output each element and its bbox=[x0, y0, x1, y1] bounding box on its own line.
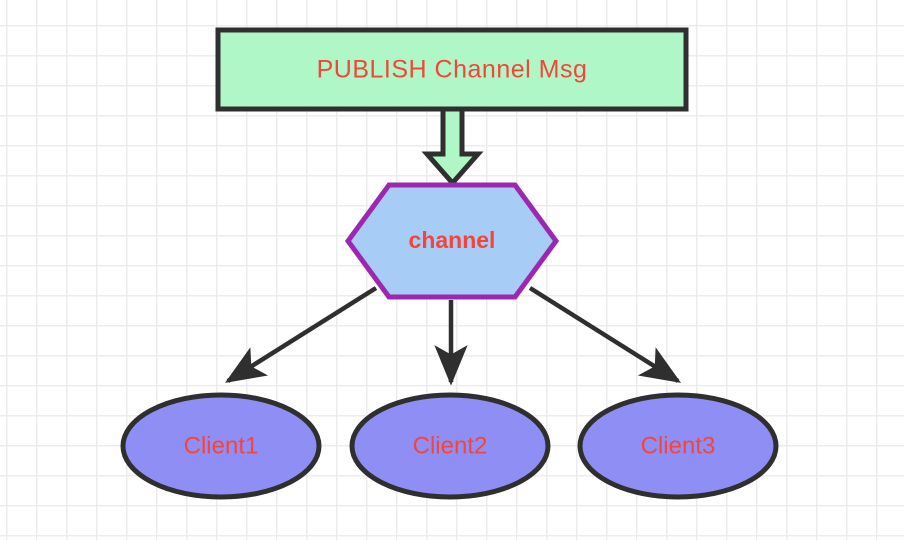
node-client1[interactable]: Client1 bbox=[120, 392, 322, 500]
node-command-box[interactable]: PUBLISH Channel Msg bbox=[215, 27, 689, 112]
node-client2[interactable]: Client2 bbox=[349, 392, 551, 500]
client1-label: Client1 bbox=[184, 432, 259, 459]
node-channel[interactable]: channel bbox=[344, 182, 560, 300]
node-client3[interactable]: Client3 bbox=[577, 392, 779, 500]
edge-line-client1 bbox=[224, 286, 378, 383]
edge-channel-to-client3 bbox=[528, 286, 682, 383]
client3-shape bbox=[577, 392, 779, 500]
edge-line-client3 bbox=[528, 286, 682, 383]
client2-label: Client2 bbox=[413, 432, 488, 459]
command-box-label: PUBLISH Channel Msg bbox=[317, 56, 588, 84]
edge-channel-to-client1 bbox=[224, 286, 378, 383]
block-arrow-shape bbox=[421, 106, 484, 187]
client3-label: Client3 bbox=[641, 432, 716, 459]
edge-publish-to-channel bbox=[421, 106, 484, 187]
command-box-shape bbox=[215, 27, 689, 112]
channel-label: channel bbox=[409, 227, 496, 253]
client1-shape bbox=[120, 392, 322, 500]
channel-hexagon-shape bbox=[344, 182, 560, 300]
client2-shape bbox=[349, 392, 551, 500]
